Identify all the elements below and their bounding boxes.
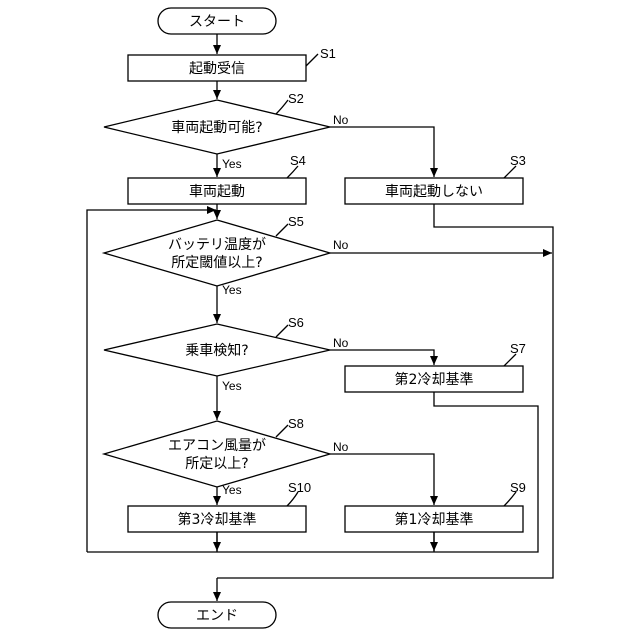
s7-label: 第2冷却基準 [395,371,474,388]
edge-s8-s9 [330,454,434,505]
step-label-s2: S2 [288,91,304,106]
s2-leader [276,100,288,114]
s10-label: 第3冷却基準 [178,511,257,528]
s8-label-line1: エアコン風量が [168,438,266,454]
edge-s2-s3 [330,127,434,177]
s8-label-line2: 所定以上? [185,456,248,472]
s9-label: 第1冷却基準 [395,511,474,528]
s3-label: 車両起動しない [385,183,483,200]
s5-leader [276,224,288,236]
s8-yes-label: Yes [222,483,242,497]
s6-yes-label: Yes [222,379,242,393]
s5-no-label: No [333,238,349,252]
s2-label: 車両起動可能? [171,119,262,136]
edge-s3-rail [434,204,553,253]
start-label: スタート [189,14,245,30]
s6-leader [276,325,288,337]
s8-leader [276,425,288,437]
s6-no-label: No [333,336,349,350]
s5-label-line2: 所定閾値以上? [171,255,262,271]
s2-no-label: No [333,113,349,127]
step-label-s3: S3 [510,153,526,168]
s6-label: 乗車検知? [185,342,248,359]
s1-leader [306,54,318,66]
end-label: エンド [196,608,238,624]
s5-yes-label: Yes [222,283,242,297]
step-label-s7: S7 [510,341,526,356]
s1-label: 起動受信 [189,61,245,77]
step-label-s8: S8 [288,416,304,431]
step-label-s10: S10 [288,480,311,495]
step-label-s6: S6 [288,315,304,330]
step-label-s1: S1 [320,46,336,61]
s2-yes-label: Yes [222,157,242,171]
s5-label-line1: バッテリ温度が [168,237,266,253]
s4-label: 車両起動 [189,183,245,200]
edge-s6-s7 [330,350,434,365]
step-label-s5: S5 [288,214,304,229]
s8-no-label: No [333,440,349,454]
s5-diamond [104,220,330,286]
step-label-s9: S9 [510,480,526,495]
step-label-s4: S4 [290,153,306,168]
